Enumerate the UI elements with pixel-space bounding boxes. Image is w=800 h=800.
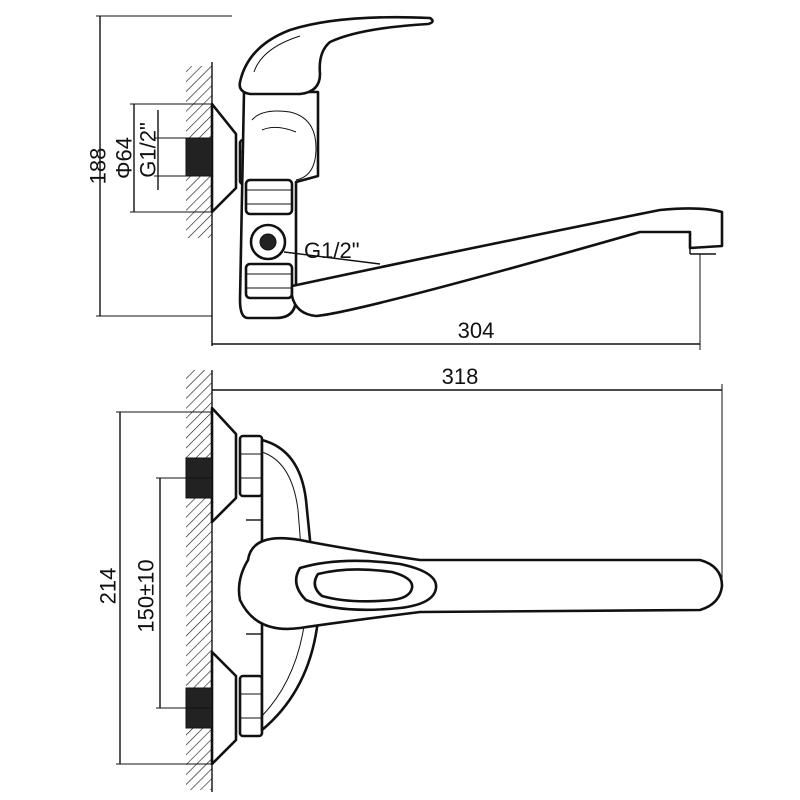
dim-outlet-thread: G1/2" (304, 238, 360, 263)
dim-spacing-150: 150±10 (134, 559, 159, 632)
dim-length-304: 304 (458, 318, 495, 343)
dim-height-214: 214 (96, 568, 121, 605)
spout-side (290, 207, 724, 318)
thread-insert-top (185, 137, 213, 177)
dim-diameter-64: Φ64 (112, 137, 137, 179)
plan-view: 318 214 150±10 (96, 364, 724, 792)
lower-nut-2 (244, 262, 294, 300)
dim-length-318: 318 (442, 364, 479, 389)
dim-wall-thread: G1/2" (136, 122, 161, 178)
lever-opening (313, 568, 414, 603)
lower-flange (210, 650, 238, 766)
dim-height-188: 188 (86, 148, 111, 185)
upper-flange (210, 406, 238, 524)
upper-hex-nut (238, 434, 264, 498)
lower-nut-1 (244, 178, 294, 216)
wall-flange-top (210, 102, 238, 214)
outlet-port-core (259, 233, 277, 251)
lower-hex-nut (238, 674, 264, 738)
side-elevation-view: 188 Φ64 G1/2" G1/2" 304 (86, 15, 724, 350)
lever-handle-side (238, 15, 434, 96)
